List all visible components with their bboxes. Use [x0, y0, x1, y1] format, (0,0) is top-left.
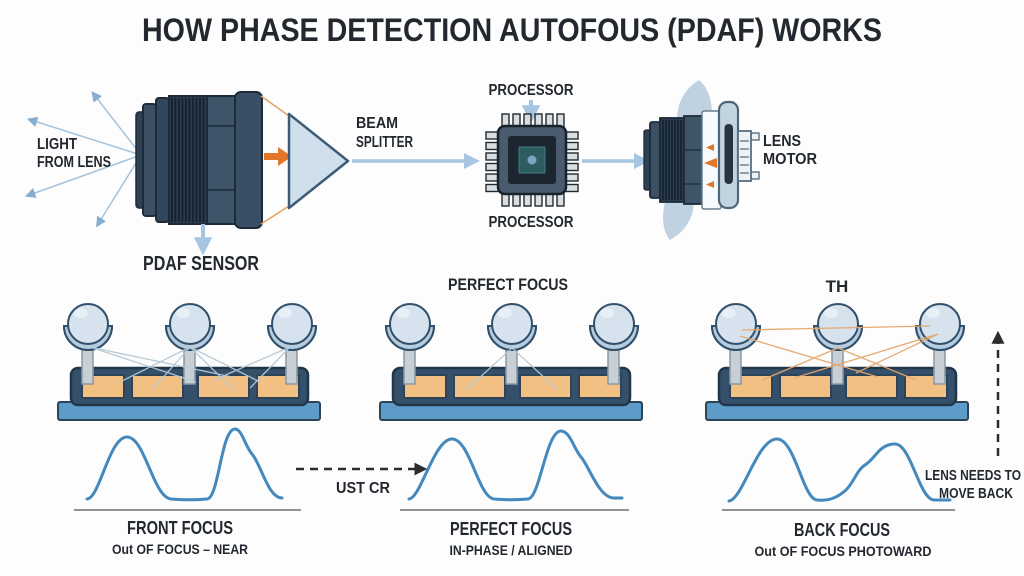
- lens-motor-label-line1: LENS: [763, 133, 801, 150]
- front-focus-subtitle: Out OF FOCUS – NEAR: [112, 541, 248, 557]
- rays-perfect-focus: [465, 347, 559, 391]
- perfect-focus-array-label: PERFECT FOCUS: [448, 275, 568, 294]
- back-focus-title: BACK FOCUS: [794, 519, 890, 540]
- back-focus-subtitle: Out OF FOCUS PHOTOWARD: [755, 543, 932, 559]
- beam-splitter-label-line1: BEAM: [356, 115, 398, 132]
- lens-motor-label-line2: MOTOR: [763, 151, 817, 168]
- waveform-front-focus: [85, 427, 284, 502]
- processor-chip: [485, 113, 579, 207]
- back-focus-array-label: TH: [826, 277, 849, 296]
- focus-ring-ribs: [171, 98, 205, 222]
- rays-front-focus: [89, 346, 291, 391]
- microlens-array-back-focus: [706, 304, 968, 420]
- microlens-array-front-focus: [58, 304, 320, 420]
- light-direction-arrow: [264, 147, 292, 166]
- pdaf-sensor-lens: [135, 91, 263, 229]
- phase-shift-label: UST CR: [336, 480, 390, 497]
- waveform-perfect-focus: [407, 429, 624, 502]
- rays-back-focus: [739, 325, 939, 381]
- lens-needs-label-line2: MOVE BACK: [939, 486, 1013, 502]
- front-focus-title: FRONT FOCUS: [127, 517, 233, 538]
- processor-label-top: PROCESSOR: [489, 82, 574, 99]
- incoming-light-arrows: [24, 91, 142, 228]
- expanding-beam-lines: [260, 95, 290, 225]
- waveform-back-focus: [727, 437, 952, 503]
- page-title: HOW PHASE DETECTION AUTOFOUS (PDAF) WORK…: [142, 12, 882, 48]
- lens-motor: [643, 80, 760, 240]
- beam-splitter-prism: [287, 112, 350, 210]
- beam-splitter-label-line2: SPLITTER: [356, 134, 413, 151]
- perfect-focus-title: PERFECT FOCUS: [450, 518, 572, 539]
- light-from-lens-label-line1: LIGHT: [37, 136, 77, 153]
- perfect-focus-subtitle: IN-PHASE / ALIGNED: [450, 542, 573, 558]
- processor-label-bottom: PROCESSOR: [489, 214, 574, 231]
- light-from-lens-label-line2: FROM LENS: [37, 154, 111, 171]
- pdaf-sensor-label: PDAF SENSOR: [143, 253, 259, 275]
- lens-needs-label-line1: LENS NEEDS TO: [925, 468, 1021, 484]
- microlens-array-perfect-focus: [380, 304, 642, 420]
- motor-adjust-marks: [704, 144, 717, 188]
